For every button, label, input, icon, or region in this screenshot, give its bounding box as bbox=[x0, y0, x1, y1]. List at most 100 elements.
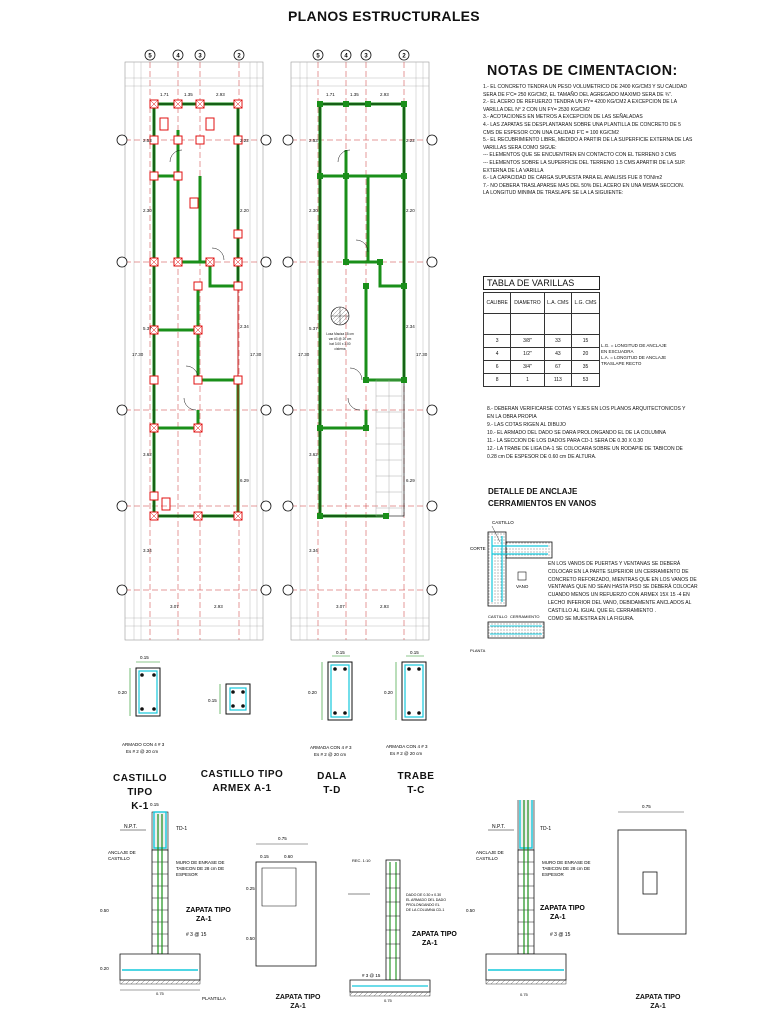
mid-note-3: PROLONGANDO EL bbox=[406, 903, 440, 907]
detail-label-planta: PLANTA bbox=[470, 648, 486, 653]
note-line: EXTERNA DE LA VARILLA bbox=[483, 167, 544, 174]
plan2-dim-top-2: 1.35 bbox=[350, 92, 359, 97]
plan-dim-right-4: 6.29 bbox=[240, 478, 249, 483]
detail-line: LECHO INFERIOR DEL VANO, DEBIDAMENTE ANC… bbox=[548, 599, 692, 606]
cistern-text-3: bat 3.00 x 3.00 bbox=[329, 342, 350, 346]
trabe-dim-side: 0.20 bbox=[384, 690, 393, 695]
section-trabe: 0.15 0.20 ARMADA CON 4 # 3 Es # 2 @ 20 c… bbox=[384, 650, 428, 756]
detail-title-line-1: DETALLE DE ANCLAJE bbox=[488, 487, 578, 496]
note-line: 6.- LA CAPACIDAD DE CARGA SUPUESTA PARA … bbox=[483, 175, 663, 182]
anclaje-label-1: ANCLAJE DE bbox=[108, 850, 136, 855]
axis2-label-5: 5 bbox=[316, 54, 320, 60]
table-header: L.G. CMS bbox=[571, 292, 600, 314]
zapata-name: ZAPATA TIPO bbox=[635, 994, 681, 1001]
rebar-table: TABLA DE VARILLAS CALIBRE DIAMETRO L.A. … bbox=[482, 276, 603, 387]
note-line: 3.- ACOTACIONES EN METROS A EXCEPCION DE… bbox=[483, 114, 643, 121]
table-header: CALIBRE bbox=[482, 292, 512, 314]
table-cell: 3/4" bbox=[510, 360, 545, 374]
plan2-dim-side-3: 5.37 bbox=[309, 326, 318, 331]
bar-label-right: # 3 @ 15 bbox=[550, 932, 571, 938]
td1-label: TD-1 bbox=[176, 826, 187, 832]
zapata-plan-label-right: ZAPATA TIPO ZA-1 bbox=[628, 993, 688, 1011]
floor-plans: 1.71 1.35 2.93 3.07 2.93 2.53 2.30 5.37 … bbox=[116, 49, 438, 641]
section-code: ARMEX A-1 bbox=[212, 783, 272, 794]
axis2-label-4: 4 bbox=[344, 54, 348, 60]
page-title: PLANOS ESTRUCTURALES bbox=[288, 8, 480, 24]
table-cell: 67 bbox=[543, 360, 573, 374]
k1-note-2: Es # 2 @ 20 cm bbox=[126, 749, 158, 754]
muro-label-right-1: MURO DE ENRASE DE bbox=[542, 860, 591, 865]
section-name: CASTILLO TIPO bbox=[200, 769, 284, 780]
plan2-dim-bottom-1: 3.07 bbox=[336, 604, 345, 609]
axis-label-2: 2 bbox=[237, 54, 241, 60]
trabe-note-1: ARMADA CON 4 # 3 bbox=[386, 744, 428, 749]
dala-dim-top: 0.15 bbox=[336, 650, 345, 655]
detail-label-castillo: CASTILLO bbox=[492, 520, 514, 525]
plan2-dim-top-3: 2.93 bbox=[380, 92, 389, 97]
muro-label-2: TABICON DE 28 cm DE bbox=[176, 866, 224, 871]
note-line: 11.- LA SECCION DE LOS DADOS PARA CD-1 S… bbox=[487, 438, 643, 444]
table-header: L.A. CMS bbox=[543, 292, 573, 314]
plan-dim-top-1: 1.71 bbox=[160, 92, 169, 97]
zapata-label-left-2: ZA-1 bbox=[196, 916, 212, 923]
dim-050-plan: 0.50 bbox=[246, 936, 255, 941]
plan-dim-side-5: 3.34 bbox=[143, 548, 152, 553]
note-line: 5.- EL RECUBRIMIENTO LIBRE, MEDIDO A PAR… bbox=[483, 137, 693, 144]
dim-075-plan-right: 0.75 bbox=[642, 804, 651, 809]
zapata-label-right-2: ZA-1 bbox=[550, 914, 566, 921]
note-line: 4.- LAS ZAPATAS SE DESPLANTARAN SOBRE UN… bbox=[483, 121, 681, 128]
cistern-text-2: var #3 @ 20 cm bbox=[329, 337, 352, 341]
table-legend: L.G. = LONGITUD DE ANCLAJE EN ESCUADRA L… bbox=[601, 343, 681, 367]
plan-dim-bottom-2: 2.93 bbox=[214, 604, 223, 609]
section-dala: 0.15 0.20 ARMADA CON 4 # 3 Es # 2 @ 20 c… bbox=[308, 650, 353, 757]
note-line: 7.- NO DEBERA TRASLAPARSE MAS DEL 50% DE… bbox=[483, 182, 685, 189]
cistern-text-1: Losa Maciza 15 cm bbox=[326, 332, 354, 336]
note-line: 8.- DEBERAN VERIFICARSE COTAS Y EJES EN … bbox=[487, 406, 686, 412]
section-label-dala: DALA T-D bbox=[302, 770, 362, 798]
detail-label-cerramiento: CERRAMIENTO bbox=[510, 614, 539, 619]
rebar-table-title: TABLA DE VARILLAS bbox=[483, 276, 600, 290]
zapata-label-mid-1: ZAPATA TIPO bbox=[412, 931, 457, 938]
plan2-dim-right-3: 2.34 bbox=[406, 324, 415, 329]
plan2-dim-side-1: 2.53 bbox=[309, 138, 318, 143]
footing-plan-right: 0.75 bbox=[617, 804, 687, 935]
plan-dim-right-2: 2.20 bbox=[240, 208, 249, 213]
anclaje-label-2: CASTILLO bbox=[108, 856, 130, 861]
mid-note-1: DADO DE 0.30 x 0.30 bbox=[406, 893, 441, 897]
npt-label-right: N.P.T. bbox=[492, 824, 505, 830]
footing-elevation-right: N.P.T. TD-1 ANCLAJE DE CASTILLO MURO DE … bbox=[466, 800, 591, 997]
section-drawings: 0.15 0.20 ARMADO CON 4 # 3 Es # 2 @ 20 c… bbox=[118, 650, 428, 757]
zapata-code: ZA-1 bbox=[290, 1003, 306, 1010]
plan-dim-side-4: 3.62 bbox=[143, 452, 152, 457]
muro-label-3: ESPESOR bbox=[176, 872, 199, 877]
detail-line: COMO SE MUESTRA EN LA FIGURA. bbox=[548, 615, 635, 622]
zapata-label-mid-2: ZA-1 bbox=[422, 940, 438, 947]
section-name: DALA bbox=[317, 771, 347, 782]
section-label-k1: CASTILLO TIPO K-1 bbox=[100, 772, 180, 814]
table-cell: 35 bbox=[571, 360, 600, 374]
dim-050-left: 0.50 bbox=[100, 908, 109, 913]
dim-015: 0.15 bbox=[150, 802, 159, 807]
anchor-detail-drawing: CASTILLO CORTE VANO CASTILLO CERRAMIENTO… bbox=[470, 520, 553, 653]
footing-plan-left: 0.75 0.15 0.60 0.25 0.50 bbox=[246, 836, 317, 967]
zapata-code: ZA-1 bbox=[650, 1003, 666, 1010]
mid-note-4: DE LA COLUMNA CD-1 bbox=[406, 908, 444, 912]
note-line: 12.- LA TRABE DE LIGA DA-1 SE COLOCARA S… bbox=[487, 446, 683, 452]
dala-note-1: ARMADA CON 4 # 3 bbox=[310, 745, 352, 750]
detail-line: CUANDO MENOS UN REFUERZO CON ARMEX 15X 1… bbox=[548, 592, 690, 599]
plan2-total-dim-left: 17.30 bbox=[298, 352, 310, 357]
note-line: 0.28 cm DE ESPESOR DE 0.60 cm DE ALTURA. bbox=[487, 454, 597, 460]
table-cell: 6 bbox=[482, 360, 512, 374]
k1-note-1: ARMADO CON 4 # 3 bbox=[122, 742, 165, 747]
mid-top-label: REC. 1:10 bbox=[352, 858, 371, 863]
cistern-text-4: cisterna bbox=[334, 347, 345, 351]
plan-dim-top-3: 2.93 bbox=[216, 92, 225, 97]
section-armex: 0.15 bbox=[208, 683, 251, 715]
footing-elevation-left: N.P.T. TD-1 ANCLAJE DE CASTILLO 0.15 0.7… bbox=[100, 802, 231, 1001]
table-cell: 33 bbox=[543, 334, 573, 348]
plan-total-dim-right: 17.30 bbox=[250, 352, 262, 357]
dim-015-plan: 0.15 bbox=[260, 854, 269, 859]
note-line: CMS DE ESPESOR CON UNA CALIDAD F'C = 100… bbox=[483, 129, 619, 136]
table-cell: 53 bbox=[571, 373, 600, 387]
bar-label-mid: # 3 @ 15 bbox=[362, 973, 381, 978]
